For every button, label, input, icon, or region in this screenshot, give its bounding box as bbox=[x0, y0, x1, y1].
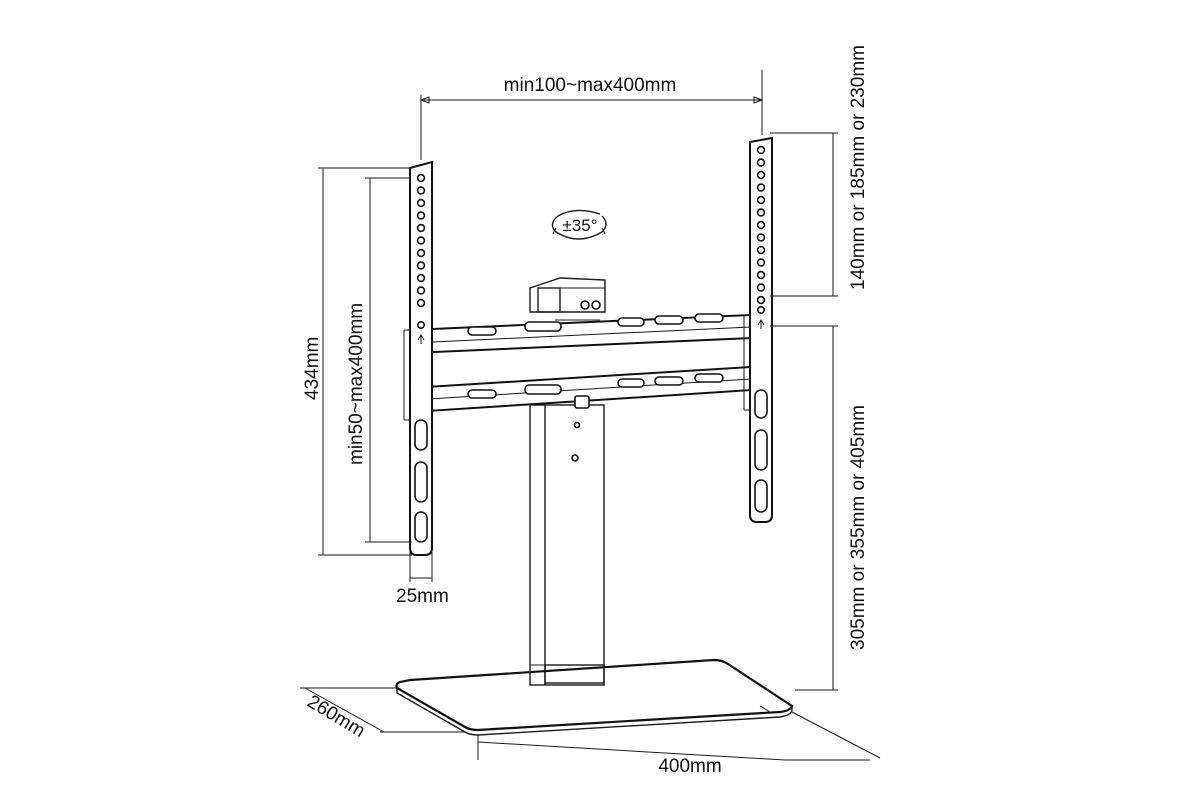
mounting-hole bbox=[756, 170, 766, 180]
mounting-hole bbox=[416, 261, 426, 270]
mounting-hole bbox=[756, 233, 766, 242]
dim-height-range: min50~max400mm bbox=[346, 177, 412, 543]
upper-offset-label: 140mm or 185mm or 230mm bbox=[848, 45, 869, 290]
right-vertical-arm bbox=[743, 136, 773, 523]
left-arm-holes bbox=[416, 173, 426, 308]
lower-height-label: 305mm or 355mm or 405mm bbox=[848, 405, 869, 650]
width-range-label: min100~max400mm bbox=[504, 75, 677, 96]
mounting-hole bbox=[756, 270, 766, 280]
base-width-label: 400mm bbox=[658, 756, 721, 777]
mounting-hole bbox=[756, 295, 766, 305]
dim-width-range: min100~max400mm bbox=[419, 70, 764, 160]
base-plate bbox=[395, 658, 794, 736]
mounting-hole bbox=[416, 286, 426, 295]
mounting-hole bbox=[756, 183, 766, 192]
mounting-hole bbox=[756, 245, 766, 255]
mounting-hole bbox=[756, 158, 766, 167]
right-arm-holes bbox=[756, 145, 766, 305]
dim-arm-depth: 25mm bbox=[396, 552, 449, 607]
dim-base-width: 400mm bbox=[477, 711, 881, 777]
mounting-hole bbox=[416, 273, 426, 283]
dim-base-depth: 260mm bbox=[300, 687, 465, 742]
mounting-hole bbox=[416, 223, 426, 233]
mounting-hole bbox=[416, 236, 426, 245]
dim-upper-offset: 140mm or 185mm or 230mm bbox=[770, 45, 869, 297]
arm-depth-label: 25mm bbox=[396, 586, 449, 607]
mounting-hole bbox=[416, 298, 426, 308]
height-range-label: min50~max400mm bbox=[346, 303, 367, 465]
mounting-hole bbox=[756, 195, 766, 205]
swivel-indicator: ±35° bbox=[551, 209, 607, 240]
mounting-hole bbox=[756, 208, 766, 217]
left-vertical-arm bbox=[403, 160, 433, 556]
dim-lower-height: 305mm or 355mm or 405mm bbox=[770, 325, 869, 691]
swivel-label: ±35° bbox=[562, 216, 597, 235]
lower-cross-bar bbox=[408, 365, 754, 414]
mounting-hole bbox=[416, 186, 426, 195]
column bbox=[529, 404, 605, 686]
mounting-hole bbox=[416, 211, 426, 220]
mounting-hole bbox=[416, 198, 426, 208]
mounting-hole bbox=[756, 145, 766, 155]
mounting-hole bbox=[756, 283, 766, 292]
dim-overall-height: 434mm bbox=[302, 167, 412, 556]
mounting-hole bbox=[756, 220, 766, 230]
mounting-hole bbox=[416, 173, 426, 183]
mounting-hole bbox=[416, 248, 426, 258]
overall-height-label: 434mm bbox=[302, 337, 323, 400]
base-depth-label: 260mm bbox=[303, 691, 368, 742]
mounting-hole bbox=[756, 258, 766, 267]
column-top-bracket bbox=[529, 277, 606, 321]
